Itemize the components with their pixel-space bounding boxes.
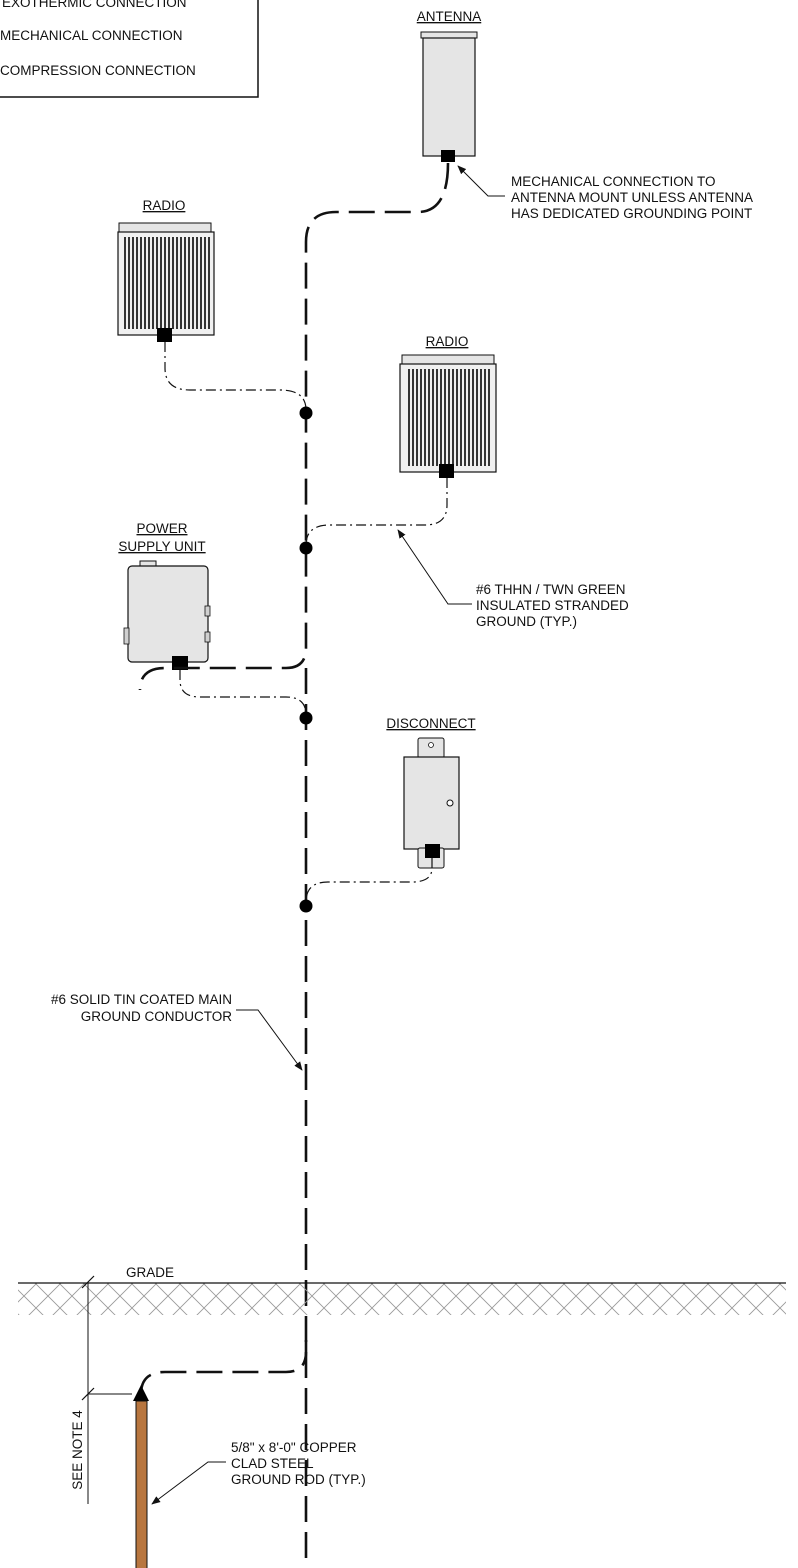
callout-rod-line3: GROUND ROD (TYP.) [231,1472,366,1487]
psu-connector [172,656,188,670]
legend-item-exothermic: EXOTHERMIC CONNECTION [2,0,187,10]
exothermic-connections [299,406,313,913]
callout-main-line2: GROUND CONDUCTOR [81,1009,232,1024]
callout-mechanical-line2: ANTENNA MOUNT UNLESS ANTENNA [511,190,753,205]
callout-rod-line1: 5/8" x 8'-0" COPPER [231,1440,357,1455]
legend-item-compression: COMPRESSION CONNECTION [0,63,196,78]
callout-rod-line2: CLAD STEEL [231,1456,314,1471]
radio-1-label: RADIO [143,198,186,213]
callout-ground-rod: 5/8" x 8'-0" COPPER CLAD STEEL GROUND RO… [151,1440,366,1505]
disconnect-connector [425,844,440,858]
callout-main-line1: #6 SOLID TIN COATED MAIN [51,992,232,1007]
radio-2: RADIO [399,334,497,478]
antenna-label: ANTENNA [417,9,482,24]
callout-thhn-line2: INSULATED STRANDED [476,598,629,613]
disconnect: DISCONNECT [386,716,476,869]
see-note-label: SEE NOTE 4 [70,1410,85,1490]
radio-1-connector [157,328,172,342]
grade: GRADE [18,1265,786,1315]
callout-mechanical: MECHANICAL CONNECTION TO ANTENNA MOUNT U… [457,165,753,221]
radio-2-connector [439,464,454,478]
callout-mechanical-line1: MECHANICAL CONNECTION TO [511,174,716,189]
legend-item-mechanical: MECHANICAL CONNECTION [0,28,183,43]
callout-mechanical-line3: HAS DEDICATED GROUNDING POINT [511,206,752,221]
main-ground-conductor [138,162,450,691]
legend: EXOTHERMIC CONNECTION MECHANICAL CONNECT… [0,0,259,98]
psu-label-line1: POWER [136,521,187,536]
radio-1: RADIO [117,198,215,342]
antenna: ANTENNA [417,9,482,162]
disconnect-label: DISCONNECT [386,716,475,731]
dimension-see-note: SEE NOTE 4 [70,1275,132,1504]
rod-conductor [139,1340,308,1395]
ground-rod [133,1385,149,1568]
branch-conductors [164,342,448,903]
grade-label: GRADE [126,1265,174,1280]
psu-label-line2: SUPPLY UNIT [118,539,205,554]
radio-2-label: RADIO [426,334,469,349]
callout-thhn-line3: GROUND (TYP.) [476,614,577,629]
antenna-mechanical-connector [441,150,455,162]
callout-main-conductor: #6 SOLID TIN COATED MAIN GROUND CONDUCTO… [51,992,303,1071]
callout-thhn: #6 THHN / TWN GREEN INSULATED STRANDED G… [397,529,629,629]
callout-thhn-line1: #6 THHN / TWN GREEN [476,582,626,597]
power-supply-unit: POWER SUPPLY UNIT [118,521,211,670]
